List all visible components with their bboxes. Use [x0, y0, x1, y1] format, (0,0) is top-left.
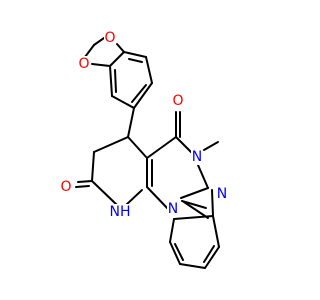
atom-n-bridge: N	[167, 201, 179, 217]
atom-o-ketone: O	[172, 93, 184, 109]
atom-label: O	[172, 93, 183, 109]
atom-label: O	[78, 56, 89, 72]
atom-label: NH	[110, 204, 131, 220]
atom-n-methyl: N	[191, 149, 203, 165]
atom-o-dioxole-left: O	[78, 56, 90, 72]
atom-n-imidazole: N	[216, 186, 228, 202]
atom-label: O	[60, 179, 71, 195]
atom-label: N	[192, 149, 202, 165]
atom-label: N	[217, 186, 227, 202]
atom-label: N	[168, 201, 178, 217]
atom-o-lactam: O	[60, 179, 72, 195]
atom-o-dioxole-top: O	[104, 30, 116, 46]
atom-label: O	[104, 30, 115, 46]
atom-nh-lactam: NH	[109, 204, 131, 220]
bonds	[75, 37, 220, 269]
